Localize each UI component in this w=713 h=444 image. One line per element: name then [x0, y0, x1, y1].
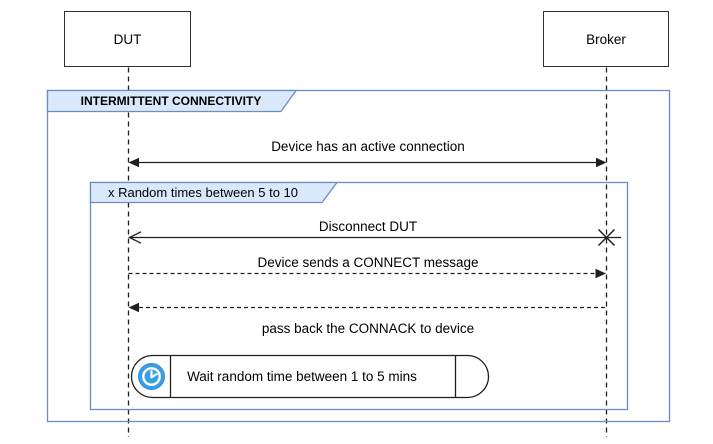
actor-box-dut: DUT: [64, 11, 191, 67]
delay-box-label: Wait random time between 1 to 5 mins: [187, 369, 417, 384]
arrowhead-connect: [595, 268, 606, 279]
arrowhead-connack: [128, 302, 139, 313]
message-label-connack: pass back the CONNACK to device: [261, 321, 475, 336]
loop-frame-title: x Random times between 5 to 10: [107, 185, 299, 200]
lost-message-x-icon: [597, 228, 616, 247]
actor-label-broker: Broker: [586, 31, 626, 47]
arrowhead-right-active-connection: [596, 157, 607, 168]
arrowhead-left-active-connection: [128, 157, 139, 168]
actor-box-broker: Broker: [543, 11, 669, 67]
open-arrowhead-disconnect-dut: [128, 231, 142, 244]
message-label-disconnect-dut: Disconnect DUT: [318, 219, 418, 234]
frame-title: INTERMITTENT CONNECTIVITY: [80, 94, 262, 108]
clock-icon: [138, 363, 165, 390]
message-label-active-connection: Device has an active connection: [271, 139, 465, 154]
actor-label-dut: DUT: [113, 31, 142, 47]
message-label-connect: Device sends a CONNECT message: [257, 255, 479, 270]
